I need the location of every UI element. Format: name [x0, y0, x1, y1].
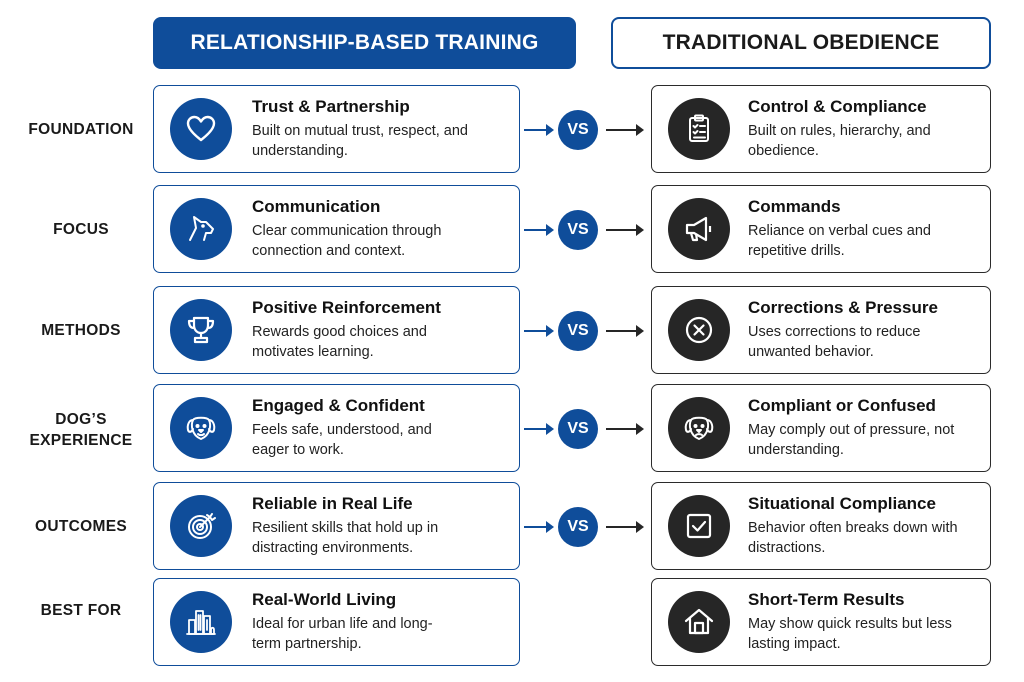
card-description: Built on mutual trust, respect, and unde…	[252, 123, 468, 159]
comparison-row-dogs-experience: DOG’S EXPERIENCE Engaged & Confident Fee…	[0, 384, 1024, 472]
arrow-right-icon	[524, 423, 554, 435]
happy-dog-icon	[170, 397, 232, 459]
confused-dog-icon	[668, 397, 730, 459]
vs-connector: VS	[520, 85, 651, 173]
megaphone-icon	[668, 198, 730, 260]
card-control-compliance: Control & Compliance Built on rules, hie…	[651, 85, 991, 173]
card-situational-compliance: Situational Compliance Behavior often br…	[651, 482, 991, 570]
row-label: OUTCOMES	[35, 517, 127, 535]
vs-badge: VS	[558, 110, 598, 150]
comparison-row-foundation: FOUNDATION Trust & Partnership Built on …	[0, 85, 1024, 173]
house-icon	[668, 591, 730, 653]
card-positive-reinforcement: Positive Reinforcement Rewards good choi…	[153, 286, 520, 374]
card-title: Real-World Living	[252, 590, 397, 609]
card-trust-partnership: Trust & Partnership Built on mutual trus…	[153, 85, 520, 173]
heart-icon	[170, 98, 232, 160]
card-title: Short-Term Results	[748, 590, 905, 609]
card-title: Control & Compliance	[748, 97, 927, 116]
row-label: FOCUS	[53, 220, 109, 238]
comparison-row-focus: FOCUS Communication Clear communication …	[0, 185, 1024, 273]
card-title: Communication	[252, 197, 381, 216]
arrow-right-icon	[606, 325, 644, 337]
target-icon	[170, 495, 232, 557]
card-title: Commands	[748, 197, 841, 216]
card-title: Corrections & Pressure	[748, 298, 938, 317]
arrow-right-icon	[524, 124, 554, 136]
comparison-row-best-for: BEST FOR Real-World Living Ideal for urb…	[0, 578, 1024, 666]
vs-badge: VS	[558, 507, 598, 547]
x-circle-icon	[668, 299, 730, 361]
card-description: Rewards good choices and motivates learn…	[252, 324, 427, 360]
dog-profile-icon	[170, 198, 232, 260]
card-description: May comply out of pressure, not understa…	[748, 422, 955, 458]
card-title: Situational Compliance	[748, 494, 936, 513]
checkbox-icon	[668, 495, 730, 557]
card-description: Built on rules, hierarchy, and obedience…	[748, 123, 931, 159]
card-description: Clear communication through connection a…	[252, 223, 442, 259]
card-description: Reliance on verbal cues and repetitive d…	[748, 223, 931, 259]
card-description: Uses corrections to reduce unwanted beha…	[748, 324, 921, 360]
row-label: BEST FOR	[40, 601, 122, 619]
row-label: FOUNDATION	[28, 120, 134, 138]
header-relationship-based: RELATIONSHIP-BASED TRAINING	[153, 17, 576, 69]
card-compliant-confused: Compliant or Confused May comply out of …	[651, 384, 991, 472]
arrow-right-icon	[524, 521, 554, 533]
city-icon	[170, 591, 232, 653]
card-short-term-results: Short-Term Results May show quick result…	[651, 578, 991, 666]
trophy-icon	[170, 299, 232, 361]
card-title: Engaged & Confident	[252, 396, 425, 415]
vs-badge: VS	[558, 210, 598, 250]
card-description: Behavior often breaks down with distract…	[748, 520, 958, 556]
card-title: Reliable in Real Life	[252, 494, 413, 513]
vs-badge: VS	[558, 409, 598, 449]
card-reliable-real-life: Reliable in Real Life Resilient skills t…	[153, 482, 520, 570]
arrow-right-icon	[606, 521, 644, 533]
vs-connector: VS	[520, 482, 651, 570]
arrow-right-icon	[606, 124, 644, 136]
arrow-right-icon	[606, 423, 644, 435]
card-description: Feels safe, understood, and eager to wor…	[252, 422, 432, 458]
arrow-right-icon	[524, 224, 554, 236]
card-engaged-confident: Engaged & Confident Feels safe, understo…	[153, 384, 520, 472]
arrow-right-icon	[524, 325, 554, 337]
row-label: METHODS	[41, 321, 121, 339]
arrow-right-icon	[606, 224, 644, 236]
comparison-row-methods: METHODS Positive Reinforcement Rewards g…	[0, 286, 1024, 374]
card-communication: Communication Clear communication throug…	[153, 185, 520, 273]
header-traditional-obedience: TRADITIONAL OBEDIENCE	[611, 17, 991, 69]
card-real-world-living: Real-World Living Ideal for urban life a…	[153, 578, 520, 666]
card-title: Trust & Partnership	[252, 97, 410, 116]
card-title: Positive Reinforcement	[252, 298, 441, 317]
row-label: DOG’S EXPERIENCE	[29, 411, 133, 449]
vs-connector: VS	[520, 286, 651, 374]
card-description: Ideal for urban life and long-term partn…	[252, 616, 433, 652]
card-description: May show quick results but less lasting …	[748, 616, 952, 652]
card-commands: Commands Reliance on verbal cues and rep…	[651, 185, 991, 273]
card-title: Compliant or Confused	[748, 396, 936, 415]
comparison-row-outcomes: OUTCOMES Reliable in Real Life Resilient…	[0, 482, 1024, 570]
vs-badge: VS	[558, 311, 598, 351]
card-description: Resilient skills that hold up in distrac…	[252, 520, 439, 556]
vs-connector: VS	[520, 384, 651, 472]
vs-connector: VS	[520, 185, 651, 273]
card-corrections-pressure: Corrections & Pressure Uses corrections …	[651, 286, 991, 374]
clipboard-checklist-icon	[668, 98, 730, 160]
